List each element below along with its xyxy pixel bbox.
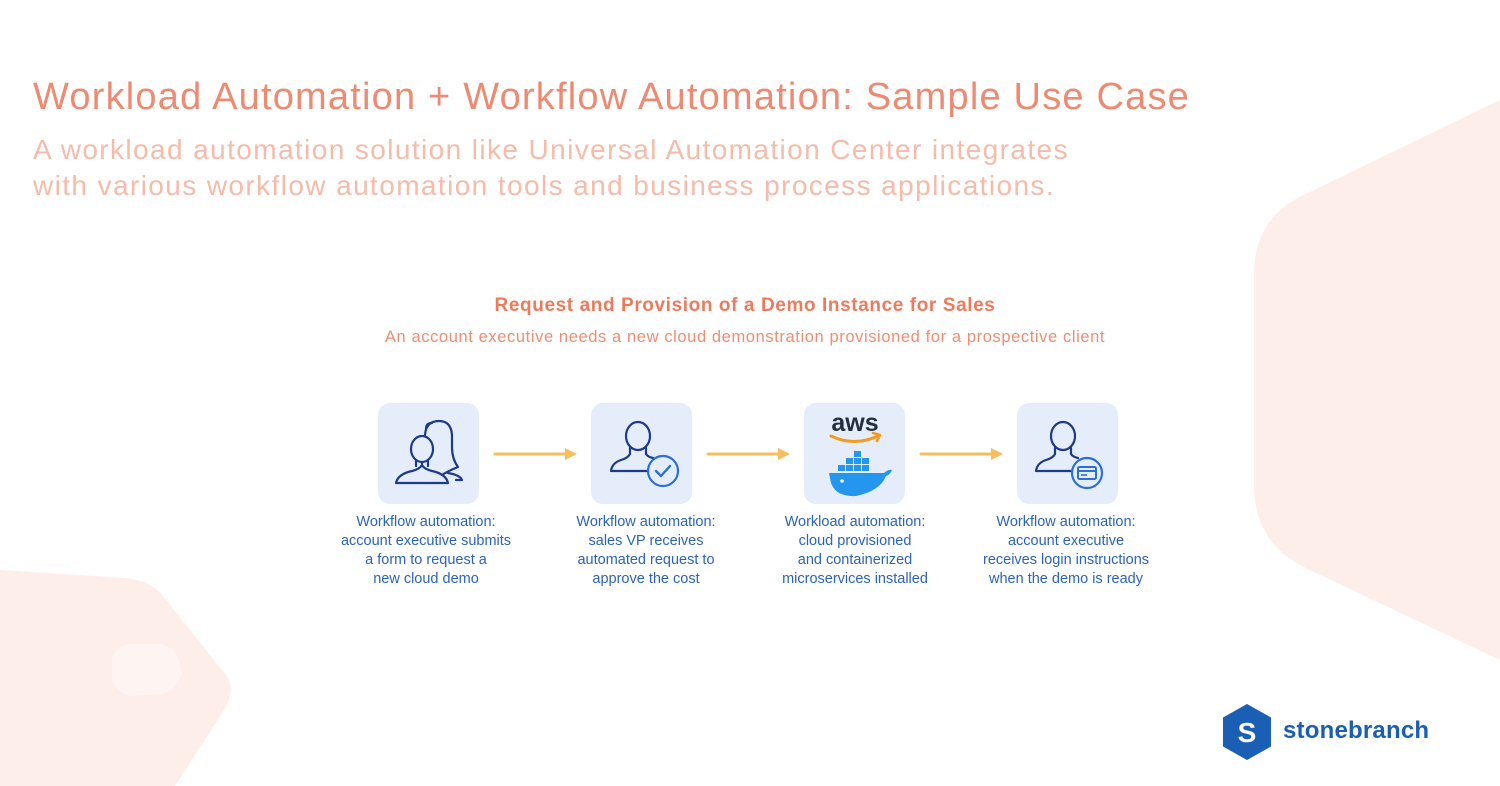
brand-logo-letter: S bbox=[1238, 717, 1257, 748]
diagram-subtitle: An account executive needs a new cloud d… bbox=[384, 328, 1106, 346]
step-caption-line: Workflow automation: bbox=[356, 514, 496, 530]
aws-logo-text: aws bbox=[831, 409, 878, 437]
step-caption-provision: Workload automation: cloud provisioned a… bbox=[750, 513, 960, 589]
step-tile-approve bbox=[591, 403, 692, 504]
step-caption-line: Workload automation: bbox=[784, 514, 926, 530]
aws-docker-icon: aws bbox=[829, 409, 892, 497]
page-subtitle-line: A workload automation solution like Univ… bbox=[33, 134, 1069, 165]
background-hexagon-left bbox=[0, 570, 231, 786]
background-hexagon-right bbox=[1254, 100, 1500, 660]
step-caption-line: microservices installed bbox=[782, 571, 928, 587]
step-caption-line: account executive submits bbox=[340, 533, 512, 549]
two-users-icon bbox=[394, 419, 464, 485]
step-caption-line: a form to request a bbox=[365, 552, 487, 568]
flow-arrow bbox=[706, 448, 790, 460]
step-caption-line: automated request to bbox=[577, 552, 715, 568]
step-caption-line: sales VP receives bbox=[588, 533, 704, 549]
page-subtitle-line: with various workflow automation tools a… bbox=[33, 170, 1056, 201]
step-caption-line: when the demo is ready bbox=[989, 571, 1143, 587]
flow-arrow bbox=[493, 448, 577, 460]
step-caption-line: approve the cost bbox=[592, 571, 700, 587]
step-caption-approve: Workflow automation: sales VP receives a… bbox=[541, 513, 751, 589]
step-caption-request: Workflow automation: account executive s… bbox=[321, 513, 531, 589]
page-subtitle: A workload automation solution like Univ… bbox=[33, 132, 1263, 204]
step-tile-login bbox=[1017, 403, 1118, 504]
step-caption-line: Workflow automation: bbox=[576, 514, 716, 530]
flow-arrow bbox=[919, 448, 1003, 460]
diagram-title: Request and Provision of a Demo Instance… bbox=[494, 295, 996, 316]
step-tile-request bbox=[378, 403, 479, 504]
step-caption-line: cloud provisioned bbox=[798, 533, 912, 549]
user-check-icon bbox=[609, 420, 680, 488]
step-caption-line: new cloud demo bbox=[373, 571, 479, 587]
page-title: Workload Automation + Workflow Automatio… bbox=[33, 76, 1190, 118]
user-credential-icon bbox=[1034, 420, 1104, 490]
step-caption-line: receives login instructions bbox=[982, 552, 1150, 568]
step-caption-login: Workflow automation: account executive r… bbox=[961, 513, 1171, 589]
brand-name: stonebranch bbox=[1283, 717, 1430, 744]
step-tile-provision: aws bbox=[804, 403, 905, 504]
stonebranch-hexagon-icon: S bbox=[1223, 704, 1271, 760]
step-caption-line: and containerized bbox=[797, 552, 913, 568]
step-caption-line: account executive bbox=[1007, 533, 1125, 549]
step-caption-line: Workflow automation: bbox=[996, 514, 1136, 530]
